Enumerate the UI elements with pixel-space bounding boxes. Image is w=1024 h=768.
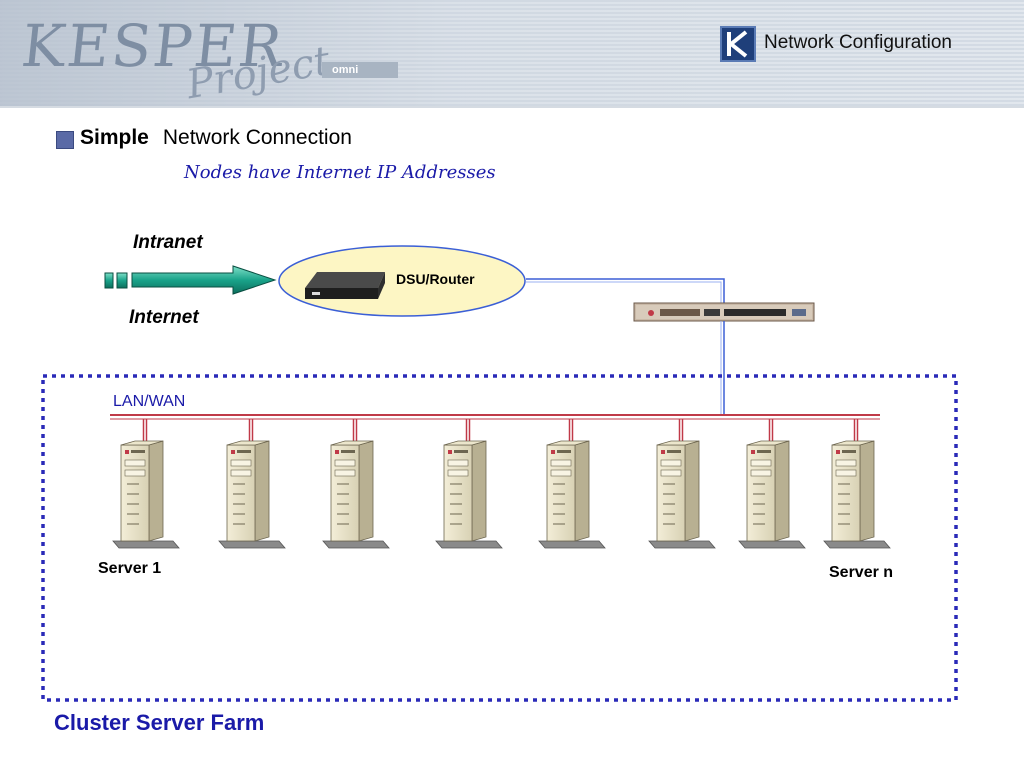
cluster-label: Cluster Server Farm [54,710,265,735]
router-label: DSU/Router [396,271,475,287]
heading-text: Network Connection [162,126,352,149]
server-last-label: Server n [829,564,894,581]
server-tower-icon [738,419,806,549]
server-tower-icon [218,419,286,549]
server-tower-icon [322,419,390,549]
server-first-label: Server 1 [98,560,162,577]
router-device-icon [305,272,385,299]
banner-texture [0,0,1024,106]
server-tower-icon [823,419,891,549]
switch-device-icon [633,302,815,322]
internet-label: Internet [129,307,199,328]
intranet-label: Intranet [133,232,203,253]
header-divider [0,106,1024,108]
lan-wan-label: LAN/WAN [113,393,186,410]
slide-heading: Simple Network Connection [80,126,352,150]
server-tower-icon [648,419,716,549]
server-tower-icon [112,419,180,549]
server-tower-icon [538,419,606,549]
omni-badge: omni [322,62,398,78]
server-group [112,419,891,549]
server-tower-icon [435,419,503,549]
router-switch-link [526,278,725,303]
internet-arrow [104,265,277,295]
header-banner: KESPER Project omni Network Configuratio… [0,0,1024,106]
page-title: Network Configuration [764,32,952,53]
kesper-k-icon [720,26,756,62]
slide-subheading: Nodes have Internet IP Addresses [184,162,496,183]
bullet-square-icon [56,131,74,149]
cluster-boundary [41,374,958,702]
heading-bold: Simple [80,126,149,149]
